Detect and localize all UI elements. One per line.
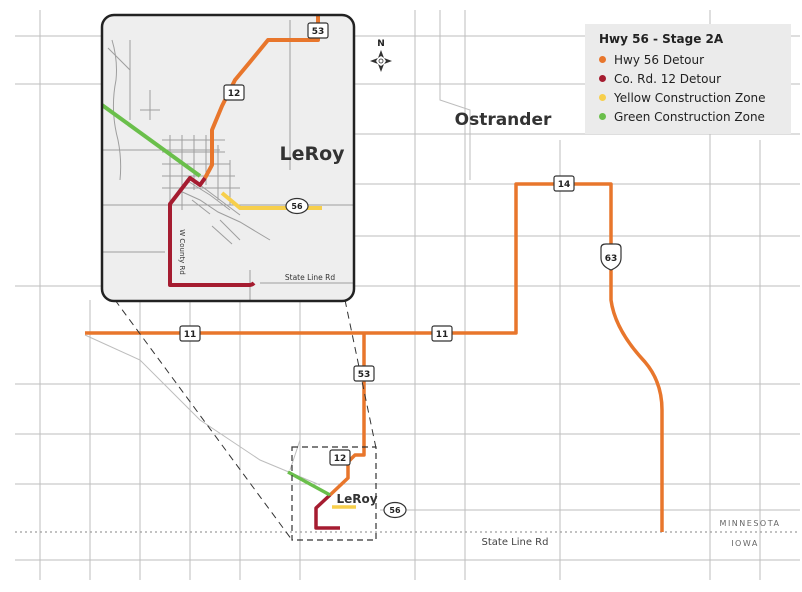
legend-item-hwy56-detour: Hwy 56 Detour [599, 50, 781, 69]
hwy12-shield: 12 [329, 449, 351, 466]
inset-co-rd-12-detour-route [168, 176, 256, 287]
legend-item-green-zone: Green Construction Zone [599, 107, 781, 126]
place-leroy: LeRoy [336, 492, 377, 506]
inset-green-construction-zone [102, 103, 202, 178]
inset-hwy12-shield: 12 [223, 84, 245, 101]
svg-text:14: 14 [558, 180, 571, 190]
co-rd-12-detour-route [314, 493, 340, 530]
legend-label: Green Construction Zone [614, 109, 765, 124]
svg-text:11: 11 [184, 330, 197, 340]
legend-label: Yellow Construction Zone [614, 90, 766, 105]
hwy14-shield: 14 [553, 175, 575, 192]
hwy11-east-shield: 11 [431, 325, 453, 342]
inset-w-county-rd-label: W County Rd [178, 229, 186, 275]
place-ostrander: Ostrander [455, 110, 552, 130]
inset-road-network [102, 20, 354, 300]
legend-swatch [599, 56, 606, 63]
svg-text:53: 53 [312, 27, 325, 37]
svg-text:53: 53 [358, 370, 371, 380]
legend-item-yellow-zone: Yellow Construction Zone [599, 88, 781, 107]
inset-place-leroy: LeRoy [279, 143, 345, 165]
hwy11-west-shield: 11 [179, 325, 201, 342]
inset-hwy56-shield: 56 [285, 197, 309, 215]
state-label-minnesota: MINNESOTA [720, 519, 781, 528]
hwy63-shield: 63 [600, 243, 622, 271]
compass-rose: N [370, 39, 392, 72]
svg-text:12: 12 [334, 454, 347, 464]
svg-text:12: 12 [228, 89, 241, 99]
state-label-iowa: IOWA [731, 539, 759, 548]
legend-swatch [599, 94, 606, 101]
inset-hwy56-detour-route [203, 15, 320, 179]
legend-title: Hwy 56 - Stage 2A [599, 32, 724, 46]
leroy-inset-map: LeRoy State Line Rd W County Rd 53 12 56 [100, 13, 356, 303]
map-legend: Hwy 56 - Stage 2A Hwy 56 Detour Co. Rd. … [585, 24, 791, 134]
legend-item-co-rd-12-detour: Co. Rd. 12 Detour [599, 69, 781, 88]
hwy53-shield: 53 [353, 365, 375, 382]
svg-text:11: 11 [436, 330, 449, 340]
legend-swatch [599, 113, 606, 120]
legend-swatch [599, 75, 606, 82]
hwy56-detour-route [85, 182, 664, 532]
leroy-extent-box [291, 446, 377, 541]
green-construction-zone [287, 470, 331, 497]
legend-label: Hwy 56 Detour [614, 52, 705, 67]
inset-hwy53-shield: 53 [307, 22, 329, 39]
inset-state-line-road-label: State Line Rd [285, 273, 335, 282]
legend-label: Co. Rd. 12 Detour [614, 71, 722, 86]
svg-text:63: 63 [605, 254, 618, 264]
hwy56-shield: 56 [383, 501, 407, 519]
svg-text:56: 56 [389, 506, 401, 515]
svg-text:56: 56 [291, 202, 303, 211]
state-line-road-label: State Line Rd [482, 537, 549, 548]
svg-text:N: N [377, 39, 385, 49]
